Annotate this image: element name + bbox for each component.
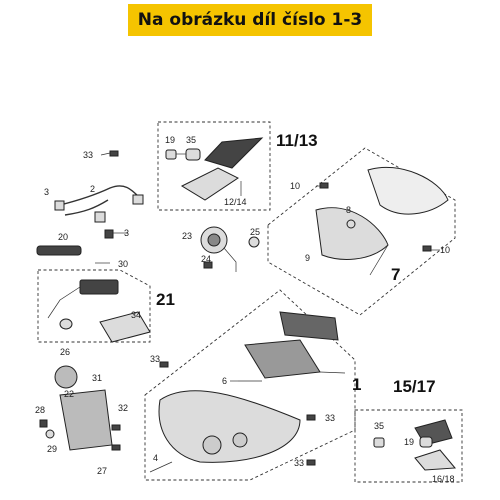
rear-lens-9 (315, 207, 389, 260)
label-7: 7 (391, 265, 400, 284)
label-9: 9 (305, 253, 310, 263)
label-1: 1 (352, 375, 361, 394)
label-23: 23 (182, 231, 192, 241)
screw-33-top (109, 150, 119, 157)
label-33-bottom: 33 (294, 458, 304, 468)
label-30: 30 (118, 259, 128, 269)
label-15-17: 15/17 (393, 377, 436, 396)
indicator-housing-11-13 (204, 137, 264, 169)
label-34: 34 (131, 310, 141, 320)
nut-24 (203, 261, 213, 269)
label-6: 6 (222, 376, 227, 386)
bracket-22 (59, 389, 113, 451)
label-3-right: 3 (124, 228, 129, 238)
reflector-strip-20 (36, 245, 82, 256)
screw-27 (111, 444, 121, 451)
screw-33-right (306, 414, 316, 421)
bulb-socket-3 (104, 229, 114, 239)
label-35-right: 35 (374, 421, 384, 431)
indicator-lens (180, 167, 239, 201)
title-banner: Na obrázku díl číslo 1-3 (128, 4, 372, 36)
reflector-31 (54, 365, 78, 389)
bulb-8 (346, 219, 356, 229)
label-32: 32 (118, 403, 128, 413)
group-box-7 (267, 147, 456, 316)
horn-bracket (223, 247, 237, 272)
label-29: 29 (47, 444, 57, 454)
label-3-left: 3 (44, 187, 49, 197)
grommet-26 (59, 318, 73, 330)
label-24: 24 (201, 254, 211, 264)
screw-4 (149, 461, 173, 473)
label-2: 2 (90, 184, 95, 194)
label-25: 25 (250, 227, 260, 237)
group-box-11-13 (157, 121, 271, 211)
label-22: 22 (64, 389, 74, 399)
screw-33-bottom (306, 459, 316, 466)
license-light-wire (47, 286, 81, 319)
group-box-21 (37, 269, 151, 343)
label-12-14: 12/14 (224, 197, 247, 207)
nut-29 (45, 429, 55, 439)
washer-25 (248, 236, 260, 248)
screw-10-b (422, 245, 432, 252)
label-35-top: 35 (186, 135, 196, 145)
bulb-holder-19-35 (165, 148, 201, 161)
tail-lamp-housing-7 (367, 166, 449, 215)
socket-19 (419, 436, 433, 448)
screw-10-a (319, 182, 329, 189)
screw-33-mid (159, 361, 169, 368)
label-10-top: 10 (290, 181, 300, 191)
screw-28 (39, 419, 48, 428)
label-16-18: 16/18 (432, 474, 455, 484)
title-text: Na obrázku díl číslo 1-3 (137, 10, 363, 30)
label-26: 26 (60, 347, 70, 357)
label-10-right: 10 (440, 245, 450, 255)
indicator-lens-15-17 (414, 449, 457, 471)
label-8: 8 (346, 205, 351, 215)
license-light-21 (79, 279, 119, 295)
label-27: 27 (97, 466, 107, 476)
label-33-top: 33 (83, 150, 93, 160)
group-box-15-17 (354, 409, 463, 483)
screw-32 (111, 424, 121, 431)
label-28: 28 (35, 405, 45, 415)
label-19-right: 19 (404, 437, 414, 447)
label-21: 21 (156, 290, 175, 309)
label-11-13: 11/13 (276, 131, 318, 150)
wiring-harness-2 (54, 185, 144, 223)
label-33-right: 33 (325, 413, 335, 423)
headlight-lens (158, 390, 301, 463)
lens-34 (99, 311, 151, 343)
label-33-mid: 33 (150, 354, 160, 364)
label-19-top: 19 (165, 135, 175, 145)
headlight-unit-1 (244, 339, 321, 379)
label-4: 4 (153, 453, 158, 463)
label-31: 31 (92, 373, 102, 383)
bulb-35 (373, 437, 385, 448)
label-20: 20 (58, 232, 68, 242)
headlight-reflector-cover (279, 311, 339, 341)
